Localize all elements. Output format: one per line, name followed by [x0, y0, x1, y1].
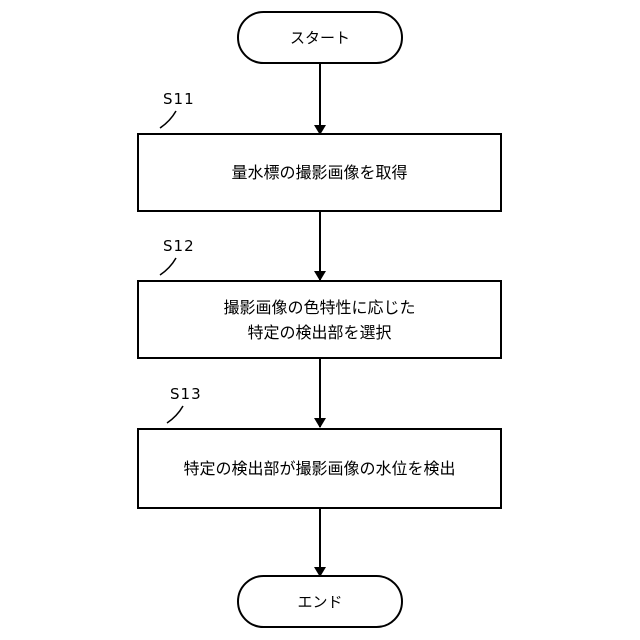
end-terminal: エンド	[237, 575, 403, 628]
process-text-s13-line-1: 特定の検出部が撮影画像の水位を検出	[183, 456, 455, 481]
process-box-s12: 撮影画像の色特性に応じた 特定の検出部を選択	[137, 280, 502, 359]
start-terminal: スタート	[237, 11, 403, 64]
step-label-leader-s13	[167, 406, 183, 423]
process-box-s11: 量水標の撮影画像を取得	[137, 133, 502, 212]
end-label: エンド	[297, 591, 342, 612]
process-text-s11-line-1: 量水標の撮影画像を取得	[231, 160, 407, 185]
process-text-s12-line-1: 撮影画像の色特性に応じた	[223, 295, 415, 320]
process-text-s12-line-2: 特定の検出部を選択	[247, 320, 391, 345]
process-box-s13: 特定の検出部が撮影画像の水位を検出	[137, 428, 502, 509]
start-label: スタート	[290, 27, 350, 48]
step-id-s12: S12	[163, 237, 195, 255]
step-id-s13: S13	[170, 385, 202, 403]
step-id-s11: S11	[163, 90, 195, 108]
step-label-leader-s11	[160, 111, 176, 128]
step-label-leader-s12	[160, 258, 176, 275]
